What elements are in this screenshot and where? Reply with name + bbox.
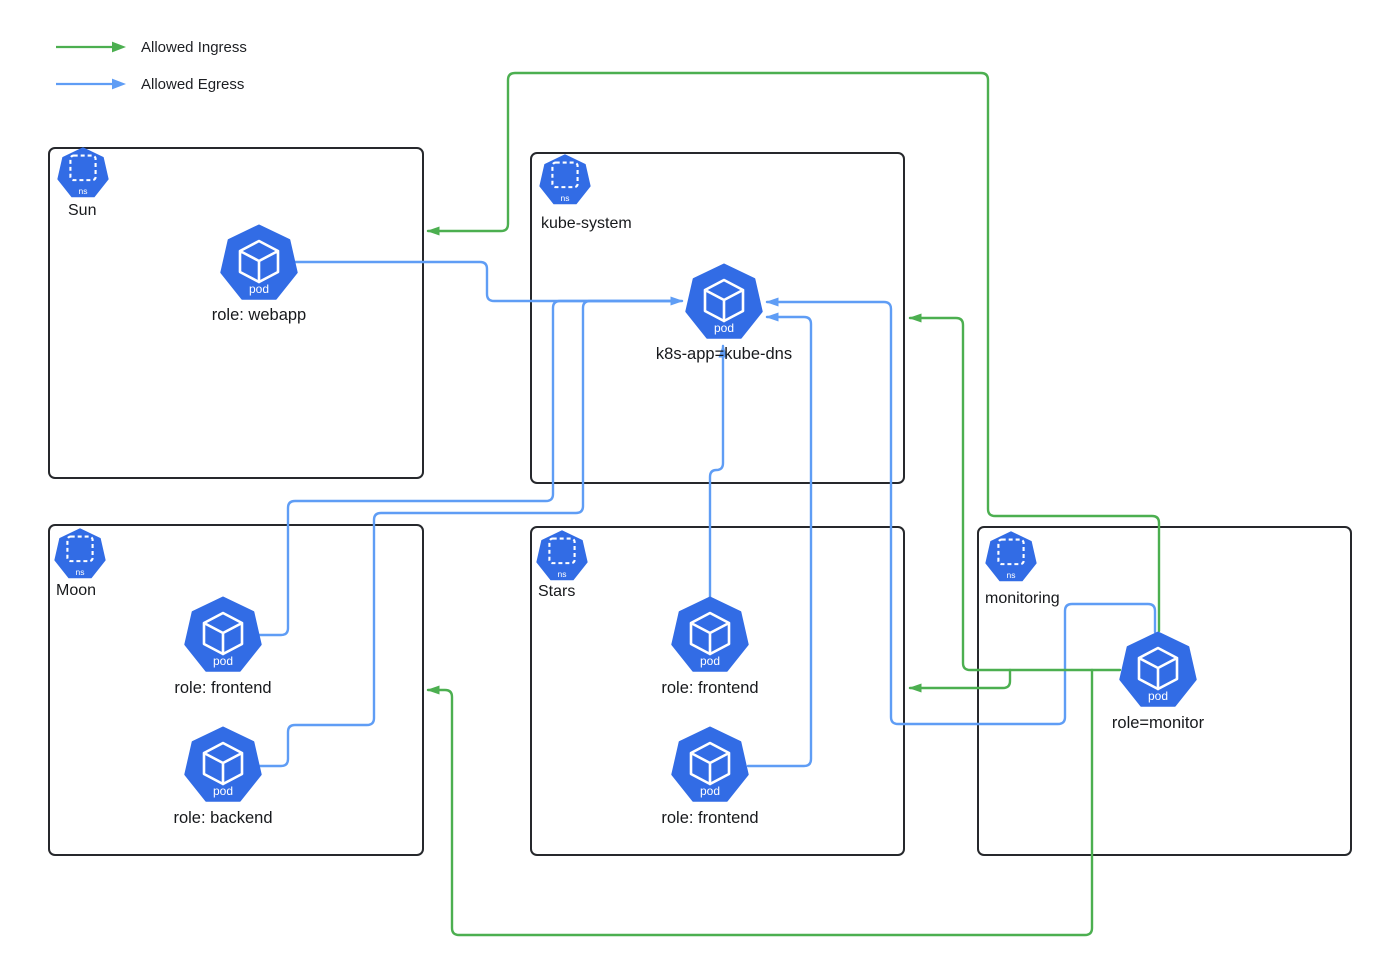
namespace-icon: ns <box>985 531 1037 584</box>
ns-badge-label: ns <box>560 192 570 203</box>
egress-arrow-icon <box>56 78 126 90</box>
pod-badge-label: pod <box>699 654 721 668</box>
ns-badge-label: ns <box>78 185 88 196</box>
pod-icon-stars-frontend-bottom: pod <box>671 726 749 806</box>
legend: Allowed Ingress Allowed Egress <box>55 38 247 112</box>
pod-label-moon-frontend: role: frontend <box>174 679 272 697</box>
pod-label-moon-backend: role: backend <box>173 809 273 827</box>
namespace-icon: ns <box>539 154 591 207</box>
pod-label-webapp: role: webapp <box>211 306 307 324</box>
legend-ingress-label: Allowed Ingress <box>141 38 247 56</box>
pod-badge-label: pod <box>713 321 735 335</box>
pod-label-monitor: role=monitor <box>1111 714 1205 732</box>
pod-label-kube-dns: k8s-app=kube-dns <box>655 345 793 363</box>
pod-label-stars-frontend-top: role: frontend <box>661 679 759 697</box>
ns-badge-label: ns <box>1006 569 1016 580</box>
ns-badge-label: ns <box>557 568 567 579</box>
pod-badge-label: pod <box>212 784 234 798</box>
pod-icon-moon-backend: pod <box>184 726 262 806</box>
pod-icon-monitor: pod <box>1119 631 1197 711</box>
namespace-icon: ns <box>54 528 106 581</box>
namespace-icon: ns <box>536 530 588 583</box>
pod-badge-label: pod <box>699 784 721 798</box>
namespace-icon: ns <box>57 147 109 200</box>
pod-icon-stars-frontend-top: pod <box>671 596 749 676</box>
namespace-label-moon: Moon <box>56 582 97 599</box>
legend-ingress: Allowed Ingress <box>55 38 247 56</box>
ns-badge-label: ns <box>75 566 85 577</box>
pod-badge-label: pod <box>212 654 234 668</box>
pod-icon-webapp: pod <box>220 224 298 304</box>
ingress-arrow-icon <box>56 41 126 53</box>
pod-icon-moon-frontend: pod <box>184 596 262 676</box>
pod-badge-label: pod <box>1147 689 1169 703</box>
pod-label-stars-frontend-bottom: role: frontend <box>661 809 759 827</box>
legend-egress: Allowed Egress <box>55 75 247 93</box>
namespace-label-sun: Sun <box>68 202 97 219</box>
namespace-label-monitoring: monitoring <box>985 590 1060 607</box>
legend-egress-label: Allowed Egress <box>141 75 245 93</box>
namespace-label-kube-system: kube-system <box>541 215 632 232</box>
pod-icon-kube-dns: pod <box>685 263 763 343</box>
pod-badge-label: pod <box>248 282 270 296</box>
namespace-label-stars: Stars <box>538 583 576 600</box>
